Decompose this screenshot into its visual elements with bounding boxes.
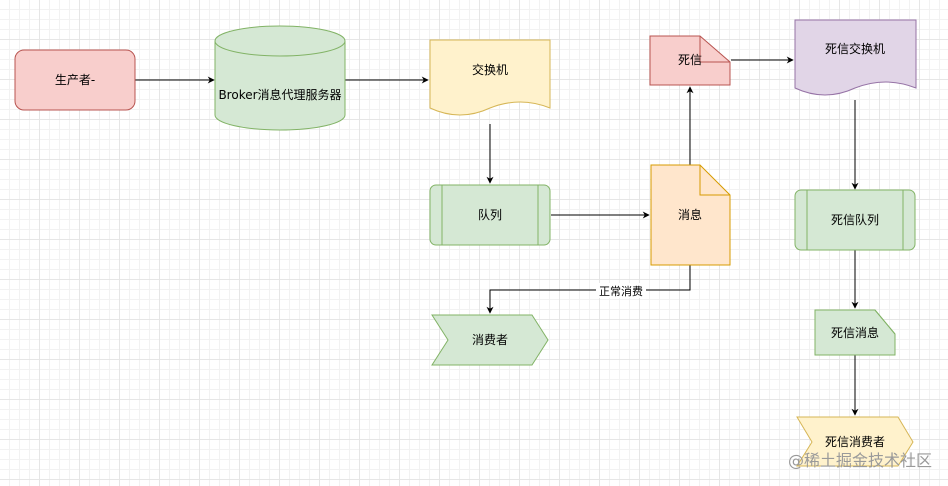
edges [135,56,859,416]
node-dead-message[interactable]: 死信消息 [814,309,896,356]
dead-fold [699,36,730,63]
broker-top-rim [214,40,346,57]
exchange-label: 交换机 [472,62,508,77]
message-shape [650,164,731,266]
dead-message-fold [874,309,896,335]
watermark: @稀土掘金技术社区 [788,451,932,470]
consumer-shape [431,314,549,366]
queue-shape [429,184,551,246]
node-queue[interactable]: 队列 [429,184,551,246]
node-exchange[interactable]: 交换机 [429,39,551,116]
node-dead-consumer[interactable]: 死信消费者 [796,416,914,467]
message-fold [699,165,730,196]
node-message[interactable]: 消息 [650,164,731,266]
dlx-label: 死信交换机 [825,41,885,56]
dlq-label: 死信队列 [831,212,879,227]
normal-consume-label: 正常消费 [599,284,643,298]
edge-message-consumer [486,265,691,314]
producer-label: 生产者- [55,73,95,87]
exchange-shape [429,39,551,116]
dead-consumer-shape [796,416,914,467]
queue-label: 队列 [478,207,502,222]
dead-message-label: 死信消息 [831,325,879,340]
node-dlq[interactable]: 死信队列 [794,189,916,251]
node-consumer[interactable]: 消费者 [431,314,549,366]
node-producer[interactable]: 生产者- [14,49,136,111]
dead-label: 死信 [678,53,702,67]
producer-shape [14,49,136,111]
node-dlx[interactable]: 死信交换机 [794,19,917,96]
dead-message-shape [814,309,896,356]
dlq-shape [794,189,916,251]
edge-label-bg [596,283,646,298]
message-label: 消息 [678,207,702,222]
dead-shape [649,35,731,86]
node-broker[interactable]: Broker消息代理服务器 [214,25,346,131]
consumer-label: 消费者 [472,333,508,347]
broker-shape [214,25,346,131]
node-dead[interactable]: 死信 [649,35,731,86]
broker-label: Broker消息代理服务器 [218,87,341,102]
dead-consumer-label: 死信消费者 [825,435,885,449]
dlx-shape [794,19,917,96]
